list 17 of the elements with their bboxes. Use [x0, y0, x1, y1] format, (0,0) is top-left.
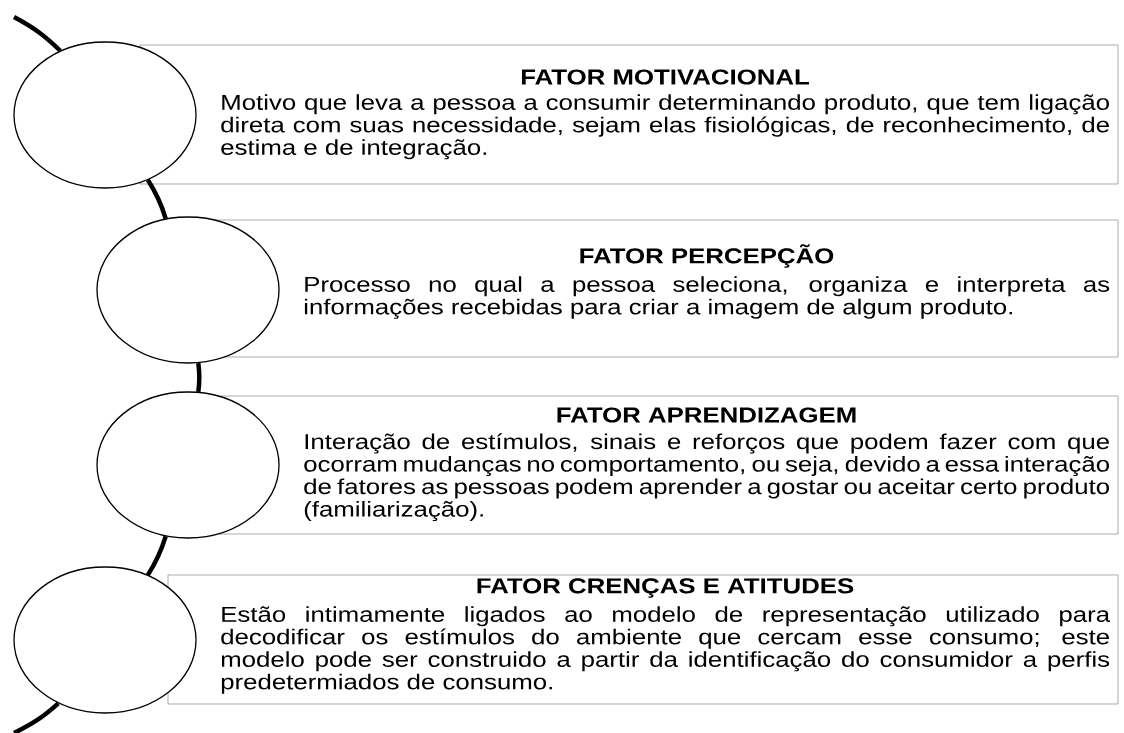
description: Processo no qual a pessoa seleciona, organiza e interpreta as informações recebidas para criar a imagem de algum produto.: [304, 276, 1110, 319]
description: Estão intimamente ligados ao modelo de representação utilizado para decodificar os estímulos do ambiente que cercam esse consumo; este modelo pode ser construido a partir da identificação do consumidor a perfis predetermiados de consumo.: [221, 606, 1111, 694]
circle: [13, 566, 197, 714]
circle: [96, 391, 280, 539]
description: Motivo que leva a pessoa a consumir determinando produto, que tem ligação direta com suas necessidade, sejam elas fisiológicas, de reconhecimento, de estima e de integração.: [221, 94, 1109, 160]
curved-line: [146, 178, 168, 220]
curved-line: [196, 362, 202, 393]
circle: [13, 41, 197, 189]
curved-line: [146, 535, 168, 577]
description: Interação de estímulos, sinais e reforços que podem fazer com que ocorram mudanças no comportamento, ou seja, devido a essa interação de fatores as pessoas podem aprender a gostar ou aceitar certo produto (familiarização).: [304, 433, 1109, 522]
heading: FATOR CRENÇAS E ATITUDES: [477, 578, 854, 598]
heading: FATOR APRENDIZAGEM: [557, 407, 856, 423]
heading: FATOR PERCEPÇÃO: [580, 244, 834, 268]
circle: [96, 216, 280, 364]
heading: FATOR MOTIVACIONAL: [521, 69, 809, 85]
curved-line: [13, 701, 60, 733]
curved-line: [12, 15, 62, 53]
